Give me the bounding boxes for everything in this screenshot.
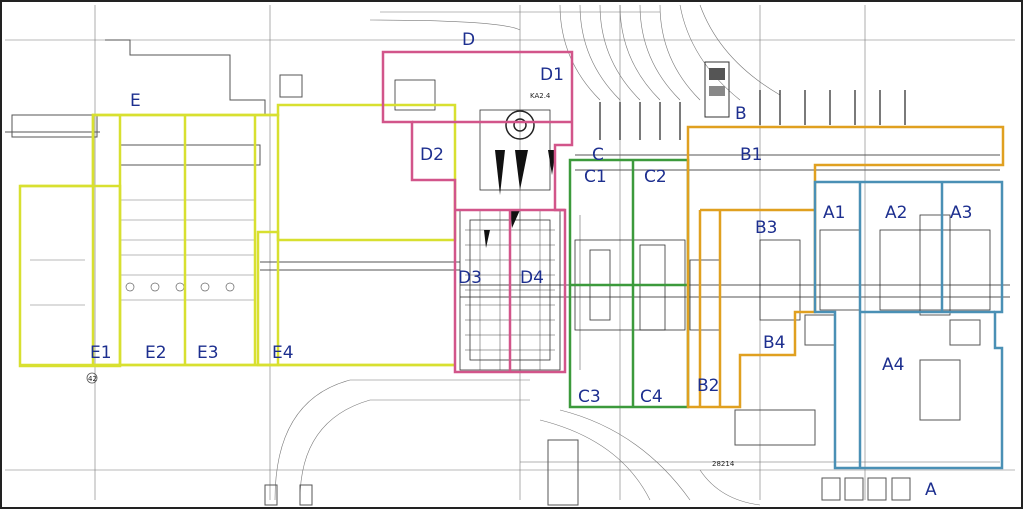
- label-a3: A3: [950, 203, 972, 223]
- label-e: E: [130, 91, 141, 111]
- control-cabinet: [704, 61, 730, 118]
- label-d1: D1: [540, 65, 564, 85]
- label-d3: D3: [458, 268, 482, 288]
- label-b3: B3: [755, 218, 777, 238]
- zone-c-outline: [568, 158, 690, 409]
- label-c2: C2: [644, 167, 667, 187]
- label-a: A: [925, 480, 937, 500]
- ka-tag: KA2.4: [530, 92, 551, 100]
- zone-a-outline: [813, 180, 1004, 470]
- label-a4: A4: [882, 355, 904, 375]
- label-c4: C4: [640, 387, 663, 407]
- label-b: B: [735, 104, 747, 124]
- label-b1: B1: [740, 145, 762, 165]
- grid-marker: 42: [88, 375, 97, 383]
- label-b2: B2: [697, 376, 719, 396]
- label-c3: C3: [578, 387, 601, 407]
- label-e1: E1: [90, 343, 112, 363]
- label-b4: B4: [763, 333, 785, 353]
- zone-b-outline: [686, 125, 1005, 409]
- label-d2: D2: [420, 145, 444, 165]
- label-d4: D4: [520, 268, 544, 288]
- label-a1: A1: [823, 203, 845, 223]
- dimension-label: 28214: [712, 460, 735, 468]
- zone-e-outline: [18, 103, 457, 368]
- label-d: D: [462, 30, 475, 50]
- label-e4: E4: [272, 343, 294, 363]
- label-a2: A2: [885, 203, 907, 223]
- zone-d-outline: [381, 50, 574, 374]
- label-c: C: [592, 145, 604, 165]
- label-e2: E2: [145, 343, 167, 363]
- zone-labels: E E1 E2 E3 E4 D D1 D2 D3 D4 C C1 C2 C3 C…: [90, 30, 972, 500]
- label-e3: E3: [197, 343, 219, 363]
- label-c1: C1: [584, 167, 607, 187]
